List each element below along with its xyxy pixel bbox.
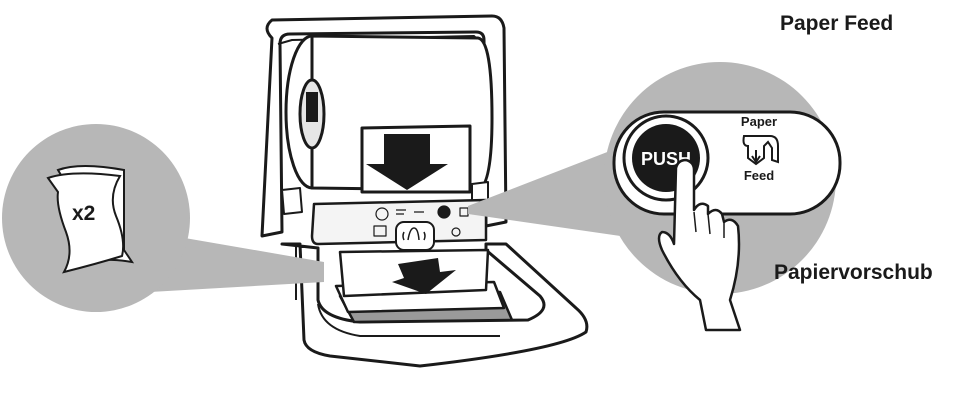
dispenser <box>260 14 589 368</box>
hand-sensor-window <box>395 221 435 251</box>
left-zoom-callout: x2 <box>2 124 324 312</box>
paper-feed-top-label: Paper <box>741 114 777 129</box>
left-zoom-beam <box>150 232 324 292</box>
right-zoom-callout: PUSH Paper Feed <box>468 62 842 332</box>
roll-hub <box>306 92 318 122</box>
sheet-count-label: x2 <box>72 202 95 225</box>
paper-sheet-front <box>46 172 125 274</box>
paper-feed-icon <box>742 135 779 166</box>
roll-down-arrow <box>366 134 448 190</box>
caption-paper-feed: Paper Feed <box>780 12 894 35</box>
hand-knuckle-lines <box>693 211 725 238</box>
dispenser-back-frame <box>260 14 508 238</box>
paper-feed-bottom-label: Feed <box>744 168 774 183</box>
hand-sensor-icon <box>402 227 426 241</box>
caption-papiervorschub: Papiervorschub <box>774 261 933 284</box>
paper-exit-arrow <box>392 258 456 294</box>
pushing-hand <box>657 158 742 332</box>
left-post <box>281 187 303 215</box>
